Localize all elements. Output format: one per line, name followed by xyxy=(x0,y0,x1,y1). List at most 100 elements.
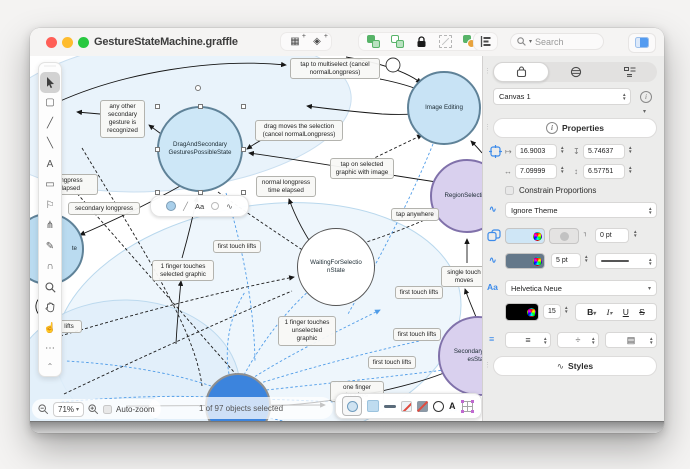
font-size-stepper[interactable]: ▲▼ xyxy=(564,305,569,314)
selection-handle[interactable] xyxy=(195,85,201,91)
collapse-palette[interactable]: ⌃ xyxy=(46,361,54,371)
lock-icon[interactable] xyxy=(414,35,428,49)
edge-label[interactable]: secondary longpress xyxy=(68,202,140,216)
edge-label[interactable]: tap on selected graphic with image xyxy=(330,158,394,180)
properties-header[interactable]: i Properties xyxy=(493,118,657,138)
tab-canvases[interactable] xyxy=(549,62,603,82)
edge-label[interactable]: single touch moves xyxy=(441,266,482,288)
fill-color-swatch[interactable] xyxy=(505,228,545,244)
horizontal-align-select[interactable]: ≡ ▲▼ xyxy=(505,332,551,348)
text-color-swatch[interactable] xyxy=(505,303,539,321)
secondary-fill-swatch[interactable] xyxy=(549,228,579,244)
canvas-select[interactable]: Canvas 1 ▲▼ xyxy=(493,88,631,105)
selection-marquee-icon[interactable] xyxy=(438,35,452,49)
y-stepper[interactable]: ▲▼ xyxy=(628,145,633,154)
style-no-stroke[interactable] xyxy=(417,400,428,412)
state-region-selection[interactable]: RegionSelection xyxy=(430,159,482,233)
flag-tool[interactable]: ⚐ xyxy=(45,199,55,211)
style-text[interactable]: A xyxy=(449,401,456,411)
styles-header[interactable]: ∿ Styles xyxy=(493,356,657,376)
selection-handle[interactable] xyxy=(155,147,160,152)
edge-label[interactable]: normal longpress time elapsed xyxy=(256,176,316,198)
stroke-color-swatch[interactable] xyxy=(505,253,545,269)
width-stepper[interactable]: ▲▼ xyxy=(560,165,565,174)
italic-button[interactable]: I▾ xyxy=(606,307,613,317)
small-state-node[interactable] xyxy=(385,57,401,73)
minimize-button[interactable] xyxy=(62,37,73,48)
stroke-style-select[interactable]: ▲▼ xyxy=(595,253,657,269)
line-tool[interactable]: ╱ xyxy=(46,117,54,129)
diagram-tool[interactable]: ⋔ xyxy=(45,220,55,232)
collapse-chevron-icon[interactable]: ▾ xyxy=(643,109,647,115)
style-fill-selected[interactable] xyxy=(342,396,362,416)
y-position-field[interactable]: 5.74637 xyxy=(583,144,625,159)
height-field[interactable]: 6.57751 xyxy=(583,164,625,179)
selection-handle[interactable] xyxy=(155,190,160,195)
tab-object[interactable] xyxy=(493,62,549,82)
strikethrough-button[interactable]: S xyxy=(639,307,645,317)
pointer-tool[interactable] xyxy=(40,72,60,93)
state-waiting-for-selection[interactable]: WaitingForSelectionState xyxy=(297,228,375,306)
sidebar-toggle-button[interactable] xyxy=(628,32,656,53)
shape-style-icon[interactable] xyxy=(211,202,220,210)
edge-label[interactable]: first touch lifts xyxy=(368,356,416,370)
more-tools[interactable]: ⋯ xyxy=(45,343,55,355)
ungroup-icon[interactable] xyxy=(390,35,404,49)
font-family-select[interactable]: Helvetica Neue ▾ xyxy=(505,280,657,296)
selection-handle[interactable] xyxy=(198,104,203,109)
style-grid-icon[interactable] xyxy=(460,399,474,413)
zoom-tool[interactable] xyxy=(40,277,60,298)
corner-radius-stepper[interactable]: ▲▼ xyxy=(633,229,638,238)
text-flow-select[interactable]: ▤ ▲▼ xyxy=(605,332,657,348)
touch-tool[interactable]: ☝ xyxy=(43,322,57,334)
height-stepper[interactable]: ▲▼ xyxy=(628,165,633,174)
corner-radius-field[interactable]: 0 pt xyxy=(595,228,629,243)
selection-handle[interactable] xyxy=(198,190,203,195)
add-table-icon[interactable]: ▦+ xyxy=(290,32,306,48)
hand-tool[interactable] xyxy=(40,298,60,319)
selection-handle[interactable] xyxy=(241,104,246,109)
edge-label[interactable]: 1 finger touches unselected graphic xyxy=(278,316,336,346)
stroke-width-stepper[interactable]: ▲▼ xyxy=(584,254,589,263)
style-stroke-swatch[interactable] xyxy=(384,404,396,408)
edge-label[interactable]: tap to multiselect (cancel normalLongpre… xyxy=(290,58,380,80)
auto-zoom-checkbox[interactable] xyxy=(103,404,113,414)
text-tool[interactable]: A xyxy=(46,158,54,170)
text-style-icon[interactable]: Aa xyxy=(194,201,205,211)
edge-label[interactable]: first touch lifts xyxy=(213,240,261,254)
tab-outline[interactable] xyxy=(603,62,657,82)
edge-label[interactable]: drag moves the selection (cancel normalL… xyxy=(255,120,343,142)
edge-label[interactable]: first touch lifts xyxy=(393,328,441,342)
group-icon[interactable] xyxy=(366,35,380,49)
edge-label[interactable]: any other secondary gesture is recognize… xyxy=(100,100,145,138)
pen-tool[interactable]: ╲ xyxy=(46,138,54,150)
style-fill-swatch[interactable] xyxy=(367,400,379,412)
frame-tool[interactable]: ▭ xyxy=(45,179,55,191)
constrain-proportions-checkbox[interactable] xyxy=(505,186,514,195)
state-drag-and-secondary[interactable]: DragAndSecondary GesturesPossibleState xyxy=(157,106,243,192)
edge-label[interactable]: first touch lifts xyxy=(395,286,443,300)
magnet-tool[interactable]: ∩ xyxy=(46,261,54,273)
font-size-field[interactable]: 15 xyxy=(543,304,561,319)
add-layer-icon[interactable]: ◈+ xyxy=(313,32,328,48)
shape-tool[interactable]: ▢ xyxy=(45,97,55,109)
edge-label[interactable]: tap anywhere xyxy=(391,208,439,222)
palette-drag-handle[interactable]: ⋯⋯ xyxy=(44,64,56,70)
style-brush-tool[interactable]: ✎ xyxy=(45,240,55,252)
close-button[interactable] xyxy=(46,37,57,48)
canvas-info-icon[interactable]: i xyxy=(640,91,652,103)
zoom-button[interactable] xyxy=(78,37,89,48)
style-shape[interactable] xyxy=(433,400,444,412)
align-icon[interactable] xyxy=(479,35,493,49)
fill-style-icon[interactable] xyxy=(166,201,177,211)
state-image-editing[interactable]: Image Editing xyxy=(407,71,481,145)
x-stepper[interactable]: ▲▼ xyxy=(560,145,565,154)
vertical-align-select[interactable]: ÷ ▲▼ xyxy=(557,332,599,348)
zoom-in-icon[interactable] xyxy=(88,403,99,415)
edge-label[interactable]: 1 finger touches selected graphic xyxy=(152,260,214,282)
zoom-level-select[interactable]: 71%▾ xyxy=(53,401,85,417)
zoom-out-icon[interactable] xyxy=(38,403,49,415)
bold-button[interactable]: B▾ xyxy=(587,307,597,317)
selection-handle[interactable] xyxy=(241,190,246,195)
stroke-style-icon[interactable]: ╱ xyxy=(183,201,188,211)
